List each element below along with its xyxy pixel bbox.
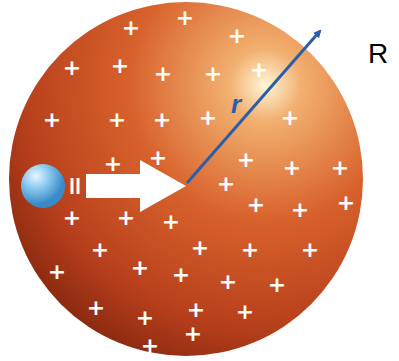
positive-charge-sign: +: [117, 207, 135, 229]
positive-charge-sign: +: [176, 7, 194, 29]
positive-charge-sign: +: [154, 63, 172, 85]
test-charge-ball: [21, 164, 65, 208]
positive-charge-sign: +: [291, 199, 309, 221]
positive-charge-sign: +: [301, 239, 319, 261]
positive-charge-sign: +: [281, 107, 299, 129]
positive-charge-sign: +: [337, 192, 355, 214]
positive-charge-sign: +: [268, 274, 286, 296]
positive-charge-sign: +: [104, 153, 122, 175]
positive-charge-sign: +: [237, 149, 255, 171]
positive-charge-sign: +: [153, 109, 171, 131]
positive-charge-sign: +: [217, 173, 235, 195]
positive-charge-sign: +: [331, 157, 349, 179]
positive-charge-sign: +: [141, 335, 159, 357]
positive-charge-sign: +: [43, 109, 61, 131]
positive-charge-sign: +: [241, 239, 259, 261]
motion-arrow: [86, 160, 186, 212]
radius-line: [187, 31, 320, 183]
positive-charge-sign: +: [122, 17, 140, 39]
positive-charge-sign: +: [91, 239, 109, 261]
sphere: [9, 2, 363, 356]
positive-charge-sign: +: [204, 63, 222, 85]
positive-charge-sign: +: [48, 261, 66, 283]
positive-charge-sign: +: [219, 271, 237, 293]
positive-charge-sign: +: [199, 107, 217, 129]
positive-charge-sign: +: [184, 323, 202, 345]
positive-charge-sign: +: [63, 207, 81, 229]
positive-charge-sign: +: [236, 301, 254, 323]
positive-charge-sign: +: [111, 55, 129, 77]
positive-charge-sign: +: [87, 297, 105, 319]
positive-charge-sign: +: [63, 57, 81, 79]
motion-lines: [72, 178, 78, 194]
positive-charge-sign: +: [149, 147, 167, 169]
positive-charge-sign: +: [108, 109, 126, 131]
positive-charge-sign: +: [172, 264, 190, 286]
positive-charge-sign: +: [191, 237, 209, 259]
positive-charge-sign: +: [228, 25, 246, 47]
positive-charge-sign: +: [187, 299, 205, 321]
positive-charge-sign: +: [283, 157, 301, 179]
positive-charge-sign: +: [162, 211, 180, 233]
positive-charge-sign: +: [250, 59, 268, 81]
positive-charge-sign: +: [247, 194, 265, 216]
radius-label: r: [231, 91, 241, 117]
positive-charge-sign: +: [131, 257, 149, 279]
positive-charge-sign: +: [136, 307, 154, 329]
sphere-radius-label: R: [368, 40, 388, 68]
